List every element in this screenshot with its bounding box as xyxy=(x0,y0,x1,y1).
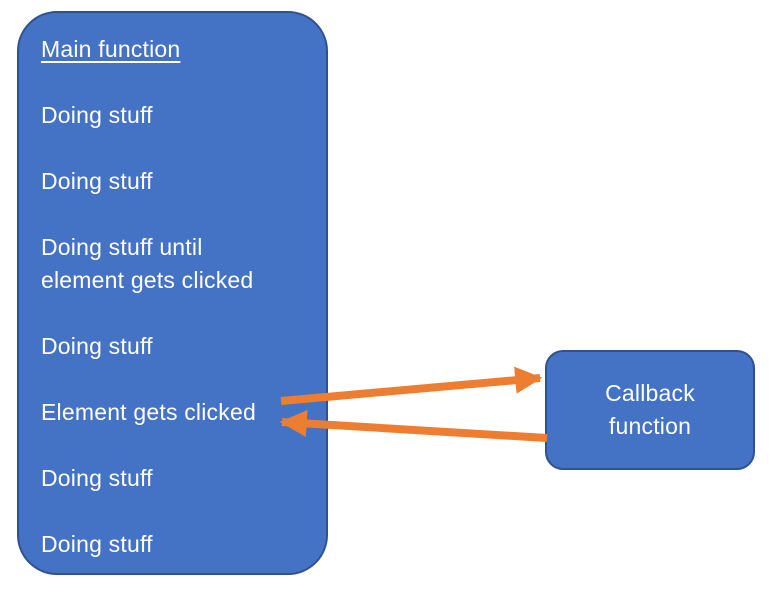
step-doing-stuff-5: Doing stuff xyxy=(41,531,153,557)
step-doing-stuff-2: Doing stuff xyxy=(41,168,153,194)
step-doing-stuff-4: Doing stuff xyxy=(41,465,153,491)
main-function-box: Main function Doing stuff Doing stuff Do… xyxy=(17,11,328,575)
callback-function-box: Callback function xyxy=(545,350,755,470)
step-doing-stuff-3: Doing stuff xyxy=(41,333,153,359)
step-doing-stuff-1: Doing stuff xyxy=(41,102,153,128)
callback-function-label: Callback function xyxy=(605,380,695,439)
step-element-gets-clicked: Element gets clicked xyxy=(41,399,256,425)
step-doing-stuff-until-clicked: Doing stuff until element gets clicked xyxy=(41,234,254,293)
main-function-steps: Main function Doing stuff Doing stuff Do… xyxy=(41,33,316,591)
main-function-title: Main function xyxy=(41,36,181,62)
